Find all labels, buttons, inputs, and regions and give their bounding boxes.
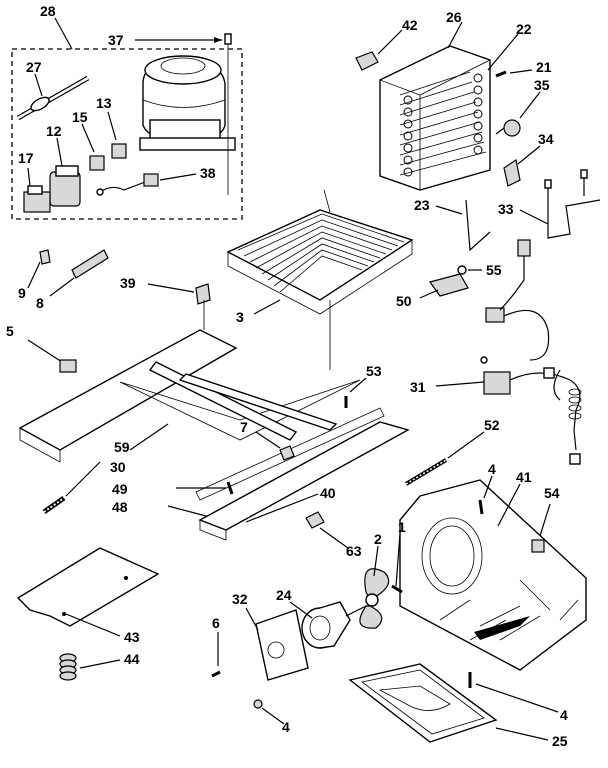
part-34 bbox=[503, 159, 521, 187]
part-9 bbox=[39, 249, 51, 265]
callout-48: 48 bbox=[112, 499, 128, 515]
callout-52: 52 bbox=[484, 417, 500, 433]
part-33 bbox=[544, 169, 601, 239]
part-41 bbox=[399, 479, 587, 671]
part-5 bbox=[59, 359, 77, 373]
callout-25: 25 bbox=[552, 733, 568, 749]
part-17 bbox=[23, 185, 51, 213]
part-42 bbox=[355, 51, 379, 71]
callout-38: 38 bbox=[200, 165, 216, 181]
part-35 bbox=[495, 119, 521, 137]
callout-59: 59 bbox=[114, 439, 130, 455]
callout-35: 35 bbox=[534, 77, 550, 93]
callout-13: 13 bbox=[96, 95, 112, 111]
callout-26: 26 bbox=[446, 9, 462, 25]
callout-32: 32 bbox=[232, 591, 248, 607]
callout-33: 33 bbox=[498, 201, 514, 217]
callout-34: 34 bbox=[538, 131, 554, 147]
part-39 bbox=[195, 283, 211, 305]
part-13 bbox=[111, 143, 127, 159]
part-15 bbox=[89, 155, 105, 171]
base-frame bbox=[18, 329, 410, 541]
compressor-group-box bbox=[11, 48, 243, 220]
callout-4-bottom: 4 bbox=[282, 719, 290, 735]
callout-24: 24 bbox=[276, 587, 292, 603]
callout-43: 43 bbox=[124, 629, 140, 645]
part-1 bbox=[391, 584, 403, 594]
callout-4-right: 4 bbox=[560, 707, 568, 723]
condenser bbox=[226, 209, 414, 315]
callout-3: 3 bbox=[236, 309, 244, 325]
callout-44: 44 bbox=[124, 651, 140, 667]
callout-53: 53 bbox=[366, 363, 382, 379]
callout-2: 2 bbox=[374, 531, 382, 547]
callout-31: 31 bbox=[410, 379, 426, 395]
callout-9: 9 bbox=[18, 285, 26, 301]
callout-63: 63 bbox=[346, 543, 362, 559]
part-55 bbox=[457, 265, 467, 275]
callout-22: 22 bbox=[516, 21, 532, 37]
callout-49: 49 bbox=[112, 481, 128, 497]
part-32 bbox=[255, 609, 309, 681]
callout-7: 7 bbox=[240, 419, 248, 435]
callout-54: 54 bbox=[544, 485, 560, 501]
part-6 bbox=[211, 670, 221, 678]
callout-15: 15 bbox=[72, 109, 88, 125]
callout-8: 8 bbox=[36, 295, 44, 311]
callout-40: 40 bbox=[320, 485, 336, 501]
part-44 bbox=[59, 653, 77, 681]
callout-28: 28 bbox=[40, 3, 56, 19]
part-38 bbox=[96, 173, 159, 196]
callout-27: 27 bbox=[26, 59, 42, 75]
part-21 bbox=[495, 70, 507, 78]
callout-1: 1 bbox=[398, 519, 406, 535]
part-31 bbox=[480, 239, 582, 465]
part-54 bbox=[531, 539, 545, 553]
part-8 bbox=[71, 249, 109, 279]
callout-6: 6 bbox=[212, 615, 220, 631]
callout-4-top: 4 bbox=[488, 461, 496, 477]
callout-50: 50 bbox=[396, 293, 412, 309]
part-63 bbox=[305, 511, 325, 529]
callout-30: 30 bbox=[110, 459, 126, 475]
compressor bbox=[139, 33, 236, 195]
part-24 bbox=[301, 601, 367, 649]
callout-5: 5 bbox=[6, 323, 14, 339]
part-7 bbox=[279, 445, 295, 461]
callout-42: 42 bbox=[402, 17, 418, 33]
part-50 bbox=[429, 273, 469, 297]
evaporator bbox=[379, 45, 491, 191]
callout-12: 12 bbox=[46, 123, 62, 139]
part-52 bbox=[404, 458, 448, 486]
part-12 bbox=[49, 165, 81, 207]
callout-23: 23 bbox=[414, 197, 430, 213]
part-2 bbox=[359, 568, 390, 629]
callout-41: 41 bbox=[516, 469, 532, 485]
part-49 bbox=[226, 481, 234, 495]
part-23 bbox=[465, 199, 491, 252]
callout-55: 55 bbox=[486, 262, 502, 278]
callout-21: 21 bbox=[536, 59, 552, 75]
part-25 bbox=[348, 663, 498, 743]
callout-37: 37 bbox=[108, 32, 124, 48]
part-27 bbox=[16, 75, 90, 121]
callout-17: 17 bbox=[18, 150, 34, 166]
part-43 bbox=[16, 547, 160, 627]
callout-39: 39 bbox=[120, 275, 136, 291]
